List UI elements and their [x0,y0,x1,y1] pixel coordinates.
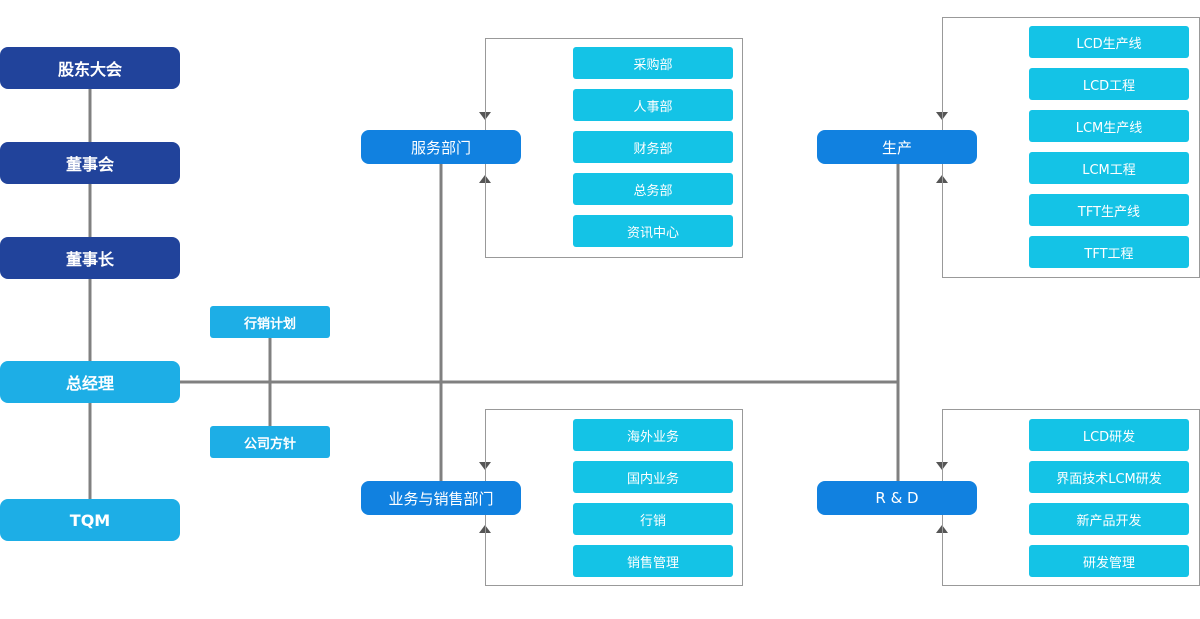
tqm-box: TQM [0,499,180,541]
sales-sub-item: 国内业务 [573,461,733,493]
service-sub-item: 人事部 [573,89,733,121]
production-sub-item: LCD工程 [1029,68,1189,100]
rd-dept-box: R & D [817,481,977,515]
production-sub-item: TFT工程 [1029,236,1189,268]
service-dept-box: 服务部门 [361,130,521,164]
sales-sub-item: 销售管理 [573,545,733,577]
sales-sub-item: 行销 [573,503,733,535]
marketing-plan-box: 行销计划 [210,306,330,338]
rd-sub-item: 新产品开发 [1029,503,1189,535]
service-sub-item: 财务部 [573,131,733,163]
sales-sub-item: 海外业务 [573,419,733,451]
board-of-directors-box: 董事会 [0,142,180,184]
shareholders-meeting-box: 股东大会 [0,47,180,89]
production-sub-item: LCM生产线 [1029,110,1189,142]
rd-sub-item: 研发管理 [1029,545,1189,577]
chairman-box: 董事长 [0,237,180,279]
company-policy-box: 公司方针 [210,426,330,458]
sales-dept-box: 业务与销售部门 [361,481,521,515]
production-dept-box: 生产 [817,130,977,164]
rd-sub-item: 界面技术LCM研发 [1029,461,1189,493]
service-sub-item: 总务部 [573,173,733,205]
service-sub-item: 资讯中心 [573,215,733,247]
production-sub-item: LCD生产线 [1029,26,1189,58]
production-sub-item: TFT生产线 [1029,194,1189,226]
rd-sub-item: LCD研发 [1029,419,1189,451]
service-sub-item: 采购部 [573,47,733,79]
general-manager-box: 总经理 [0,361,180,403]
production-sub-item: LCM工程 [1029,152,1189,184]
